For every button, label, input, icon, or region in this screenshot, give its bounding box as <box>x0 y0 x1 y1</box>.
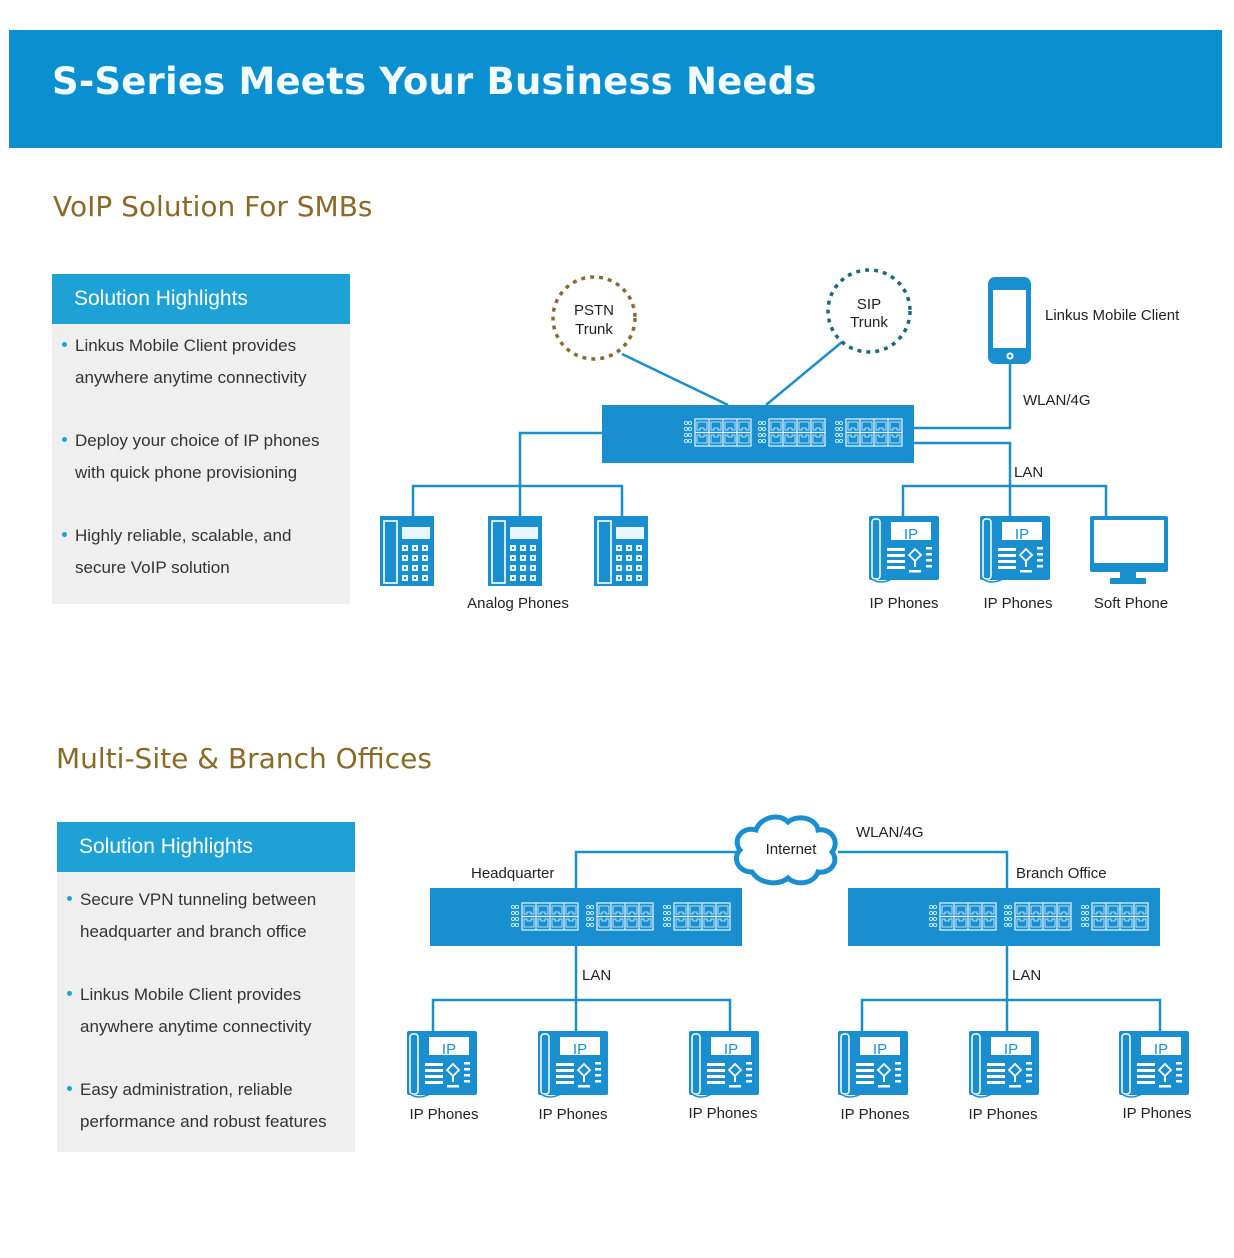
mobile-client-label: Linkus Mobile Client <box>1045 307 1180 324</box>
ip-screen-text: IP <box>873 1041 887 1058</box>
sip-label-line1: SIP <box>857 296 881 313</box>
pbx-switch-icon <box>602 405 914 463</box>
ip-screen-text: IP <box>1004 1041 1018 1058</box>
highlight-item: Linkus Mobile Client provides anywhere an… <box>62 330 307 394</box>
ip-phone-icon: IP <box>868 515 940 583</box>
highlights-heading: Solution Highlights <box>52 274 350 324</box>
ip-phones-label: IP Phones <box>969 1106 1038 1123</box>
wlan-label: WLAN/4G <box>1023 392 1091 409</box>
dashed-circle-icon <box>551 275 637 361</box>
ip-phone-icon: IP <box>537 1030 609 1098</box>
ip-screen-text: IP <box>573 1041 587 1058</box>
ip-screen-text: IP <box>1154 1041 1168 1058</box>
highlight-line: performance and robust features <box>80 1112 327 1131</box>
highlight-line: Highly reliable, scalable, and <box>75 526 292 545</box>
highlight-line: Easy administration, reliable <box>80 1080 293 1099</box>
mobile-phone-icon <box>988 277 1031 364</box>
ip-screen-text: IP <box>724 1041 738 1058</box>
ip-phones-label: IP Phones <box>984 595 1053 612</box>
ip-phone-icon: IP <box>1118 1030 1190 1098</box>
wlan-label: WLAN/4G <box>856 824 924 841</box>
cloud-icon <box>734 814 838 886</box>
lan-label: LAN <box>1014 464 1043 481</box>
bullet-icon <box>62 342 67 348</box>
ip-screen-text: IP <box>1015 526 1029 543</box>
ip-phones-label: IP Phones <box>841 1106 910 1123</box>
highlights-panel-voip: Solution Highlights Linkus Mobile Client… <box>52 274 350 604</box>
headquarter-label: Headquarter <box>471 865 554 882</box>
bullet-icon <box>67 1086 72 1092</box>
highlight-line: anywhere anytime connectivity <box>80 1017 312 1036</box>
sip-trunk: SIP Trunk <box>826 268 912 354</box>
highlight-item: Deploy your choice of IP phones with quic… <box>62 425 319 489</box>
analog-phones-label: Analog Phones <box>467 595 569 612</box>
soft-phone-label: Soft Phone <box>1094 595 1168 612</box>
lan-label: LAN <box>582 967 611 984</box>
highlight-line: anywhere anytime connectivity <box>75 368 307 387</box>
headquarter-switch-icon <box>430 888 742 946</box>
highlight-line: Linkus Mobile Client provides <box>75 336 297 355</box>
header-banner <box>9 30 1222 148</box>
ip-phones-label: IP Phones <box>689 1105 758 1122</box>
ip-phone-icon: IP <box>406 1030 478 1098</box>
ip-screen-text: IP <box>904 526 918 543</box>
branch-office-label: Branch Office <box>1016 865 1107 882</box>
highlight-line: with quick phone provisioning <box>75 463 298 482</box>
dashed-circle-icon <box>826 268 912 354</box>
internet-label: Internet <box>766 841 818 858</box>
ip-phones-label: IP Phones <box>410 1106 479 1123</box>
pstn-label-line2: Trunk <box>575 321 613 338</box>
ip-phones-label: IP Phones <box>870 595 939 612</box>
highlight-item: Highly reliable, scalable, and secure VoI… <box>62 520 291 584</box>
highlights-heading: Solution Highlights <box>57 822 355 872</box>
bullet-icon <box>67 991 72 997</box>
section-title-voip: VoIP Solution For SMBs <box>53 190 373 223</box>
analog-phone-icon <box>379 515 435 587</box>
pstn-label-line1: PSTN <box>574 302 614 319</box>
pstn-trunk: PSTN Trunk <box>551 275 637 361</box>
ip-phone-icon: IP <box>979 515 1051 583</box>
highlight-item: Easy administration, reliable performance… <box>67 1074 327 1138</box>
bullet-icon <box>62 532 67 538</box>
ip-phones-label: IP Phones <box>1123 1105 1192 1122</box>
highlight-line: Secure VPN tunneling between <box>80 890 317 909</box>
bullet-icon <box>62 437 67 443</box>
ip-phone-icon: IP <box>968 1030 1040 1098</box>
bullet-icon <box>67 896 72 902</box>
sip-label-line2: Trunk <box>850 314 888 331</box>
ip-phones-label: IP Phones <box>539 1106 608 1123</box>
highlight-line: headquarter and branch office <box>80 922 307 941</box>
highlight-item: Secure VPN tunneling between headquarter … <box>67 884 316 948</box>
analog-phone-icon <box>593 515 649 587</box>
section-title-multisite: Multi-Site & Branch Offices <box>56 742 432 775</box>
monitor-icon <box>1090 516 1168 584</box>
connection-lines-voip <box>411 341 1108 518</box>
ip-phone-icon: IP <box>688 1030 760 1098</box>
ip-phone-icon: IP <box>837 1030 909 1098</box>
lan-label: LAN <box>1012 967 1041 984</box>
page-title: S-Series Meets Your Business Needs <box>52 60 817 103</box>
ip-screen-text: IP <box>442 1041 456 1058</box>
highlight-item: Linkus Mobile Client provides anywhere an… <box>67 979 312 1043</box>
highlight-line: secure VoIP solution <box>75 558 230 577</box>
highlights-panel-multisite: Solution Highlights Secure VPN tunneling… <box>57 822 355 1152</box>
branch-switch-icon <box>848 888 1160 946</box>
highlight-line: Deploy your choice of IP phones <box>75 431 320 450</box>
highlight-line: Linkus Mobile Client provides <box>80 985 302 1004</box>
analog-phone-icon <box>487 515 543 587</box>
connection-lines-multisite <box>431 850 1162 1032</box>
